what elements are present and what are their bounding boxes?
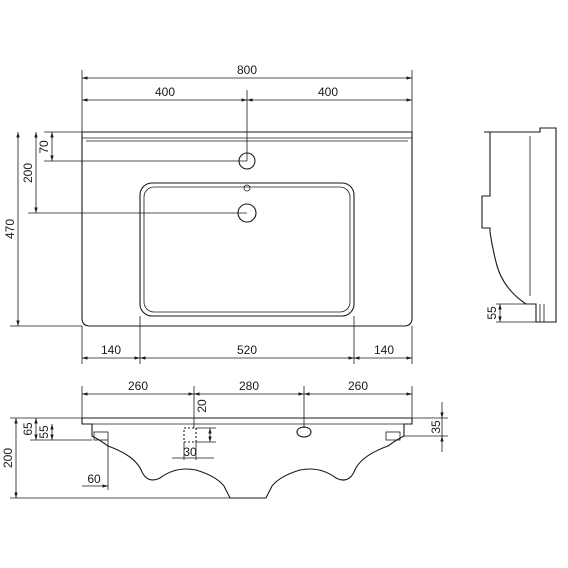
- dim-label-overflow-offset: 200: [21, 163, 35, 183]
- dim-label-half-right: 400: [318, 85, 338, 99]
- dim-label-total-height: 200: [1, 448, 15, 468]
- dim-label-front-right: 260: [348, 379, 368, 393]
- front-tap-hole: [183, 427, 197, 443]
- side-view: 55: [481, 127, 557, 323]
- dim-label-bowl-margin-right: 140: [374, 343, 394, 357]
- dim-label-hole-width: 30: [183, 445, 197, 459]
- top-view: 800 400 400 70 200 470 140 520 140: [3, 63, 413, 364]
- dim-label-side-bottom: 55: [485, 306, 499, 320]
- front-profile: [81, 417, 413, 499]
- dim-label-front-middle: 280: [239, 379, 259, 393]
- dim-label-bowl-width: 520: [237, 343, 257, 357]
- side-profile: [481, 127, 557, 323]
- foot-left: [93, 431, 109, 441]
- dim-label-bowl-margin-left: 140: [101, 343, 121, 357]
- dim-label-leg-width: 60: [87, 472, 101, 486]
- dim-label-front-left: 260: [128, 379, 148, 393]
- bowl-outline: [139, 182, 355, 317]
- overflow-hole-icon: [243, 184, 251, 192]
- dim-label-half-left: 400: [155, 85, 175, 99]
- dim-label-overall-width: 800: [237, 63, 257, 77]
- dim-label-hole-depth: 20: [195, 399, 209, 413]
- dim-label-tap-offset: 70: [37, 140, 51, 154]
- dim-label-inner-height: 55: [37, 425, 51, 439]
- dim-label-right-height: 35: [429, 420, 443, 434]
- foot-right: [385, 431, 401, 441]
- dim-label-overall-depth: 470: [3, 219, 17, 239]
- basin-outline: [81, 131, 413, 327]
- bowl-inner-outline: [143, 186, 351, 313]
- front-view: 260 280 260 20 30 65 55 200 35 60: [1, 379, 448, 499]
- dim-label-rim-height: 65: [21, 422, 35, 436]
